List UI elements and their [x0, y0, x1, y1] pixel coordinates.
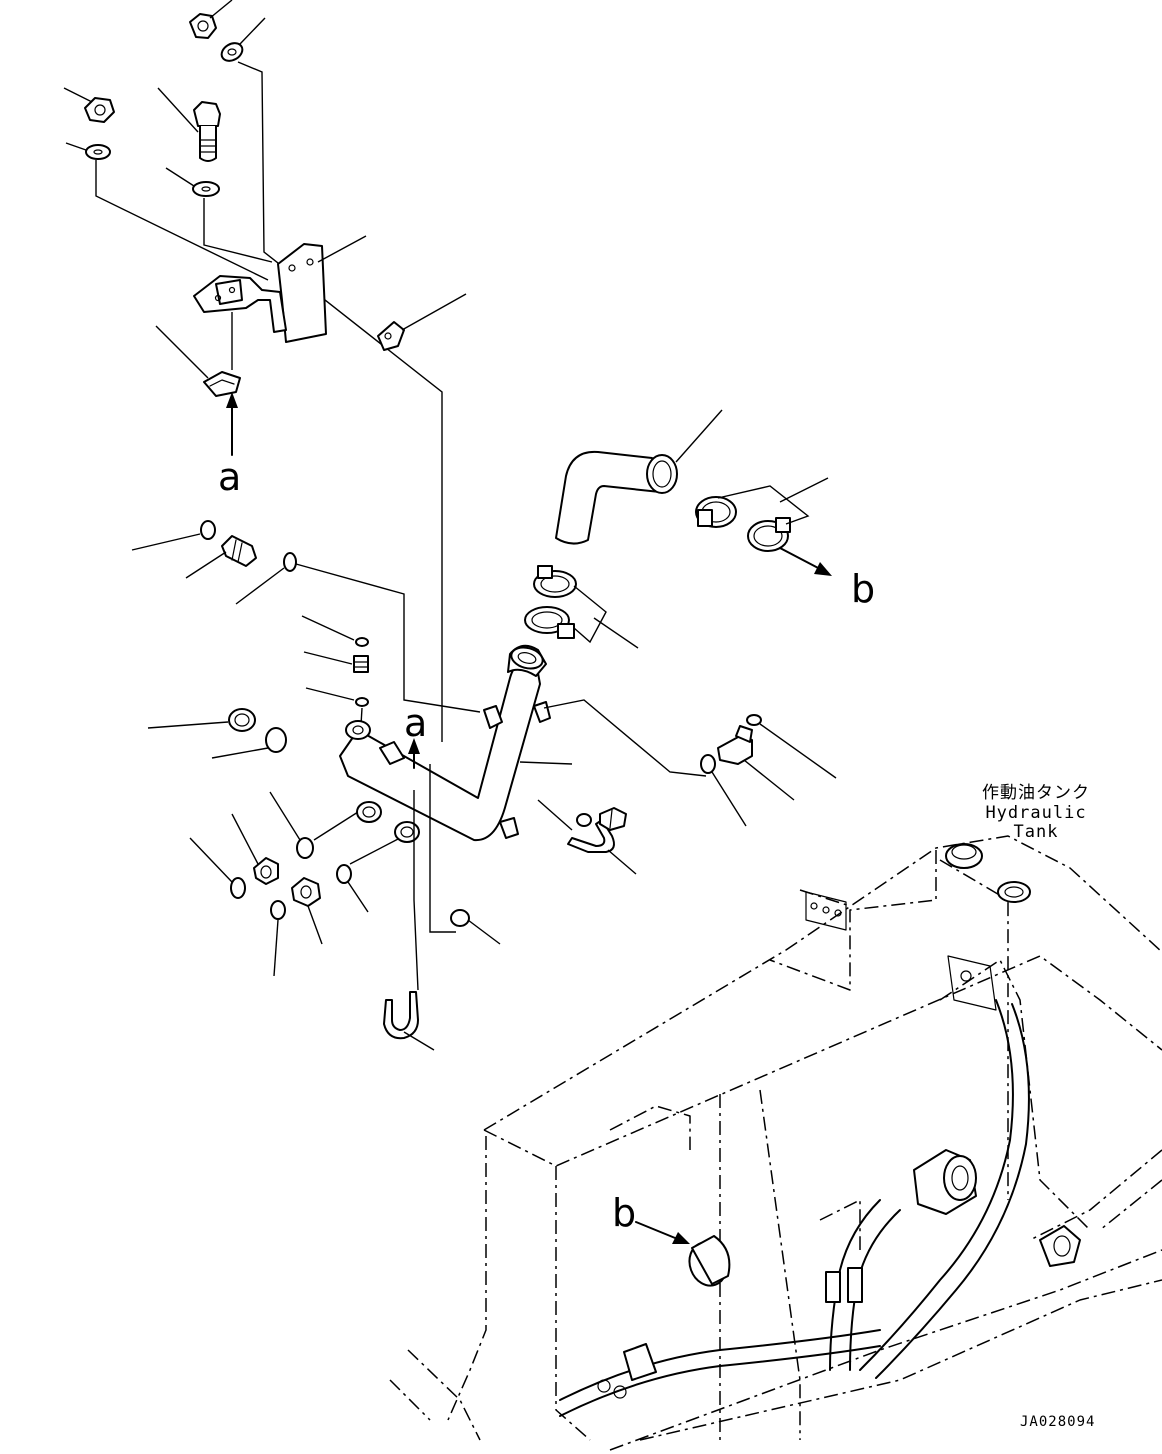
- o-ring-11: [450, 909, 470, 927]
- elbow-fitting-left: [221, 535, 257, 567]
- u-bolt-lower: [383, 991, 419, 1040]
- hose-clamp-upper-2: [747, 517, 791, 552]
- o-ring-6: [296, 837, 314, 859]
- o-ring-13: [700, 754, 716, 774]
- mounting-bracket: [193, 243, 327, 343]
- o-ring-1: [200, 520, 216, 540]
- connector-right: [599, 807, 627, 831]
- drawing-code: JA028094: [1020, 1414, 1096, 1430]
- hydraulic-tank-assembly: [389, 835, 1162, 1451]
- o-ring-2: [283, 552, 297, 572]
- tank-label-en: Hydraulic Tank: [985, 802, 1087, 843]
- plate-clip: [203, 371, 241, 397]
- washer-top: [220, 42, 244, 62]
- hose-clamp-upper: [695, 496, 737, 528]
- bolt: [193, 101, 221, 162]
- o-ring-5: [265, 727, 287, 753]
- plug-left: [228, 708, 256, 732]
- nut-top: [189, 13, 217, 39]
- nut-left: [84, 97, 115, 123]
- adapter-fitting-1: [253, 857, 279, 885]
- o-ring-4: [355, 697, 369, 707]
- elbow-fitting-right: [717, 725, 753, 765]
- o-ring-8: [270, 900, 286, 920]
- ref-a-mid: a: [404, 701, 428, 745]
- o-ring-7: [230, 877, 246, 899]
- o-ring-12: [746, 714, 762, 726]
- hose-clamp-lower: [524, 565, 577, 639]
- washer-bolt: [192, 181, 220, 197]
- tank-label-jp: 作動油タンク: [982, 783, 1090, 803]
- ref-b-lower: b: [612, 1191, 637, 1235]
- o-ring-3: [355, 637, 369, 647]
- ref-a-top: a: [218, 455, 242, 499]
- tank-label: 作動油タンク Hydraulic Tank: [960, 783, 1112, 843]
- plug-nipple: [353, 655, 369, 673]
- ref-b-right: b: [851, 567, 876, 611]
- adapter-fitting-2: [291, 877, 321, 907]
- o-ring-9: [336, 864, 352, 884]
- elbow-hose: [555, 450, 678, 545]
- small-clip: [377, 321, 405, 351]
- o-ring-10: [576, 813, 592, 827]
- washer-left: [85, 144, 111, 160]
- manifold-pipe: [339, 644, 551, 843]
